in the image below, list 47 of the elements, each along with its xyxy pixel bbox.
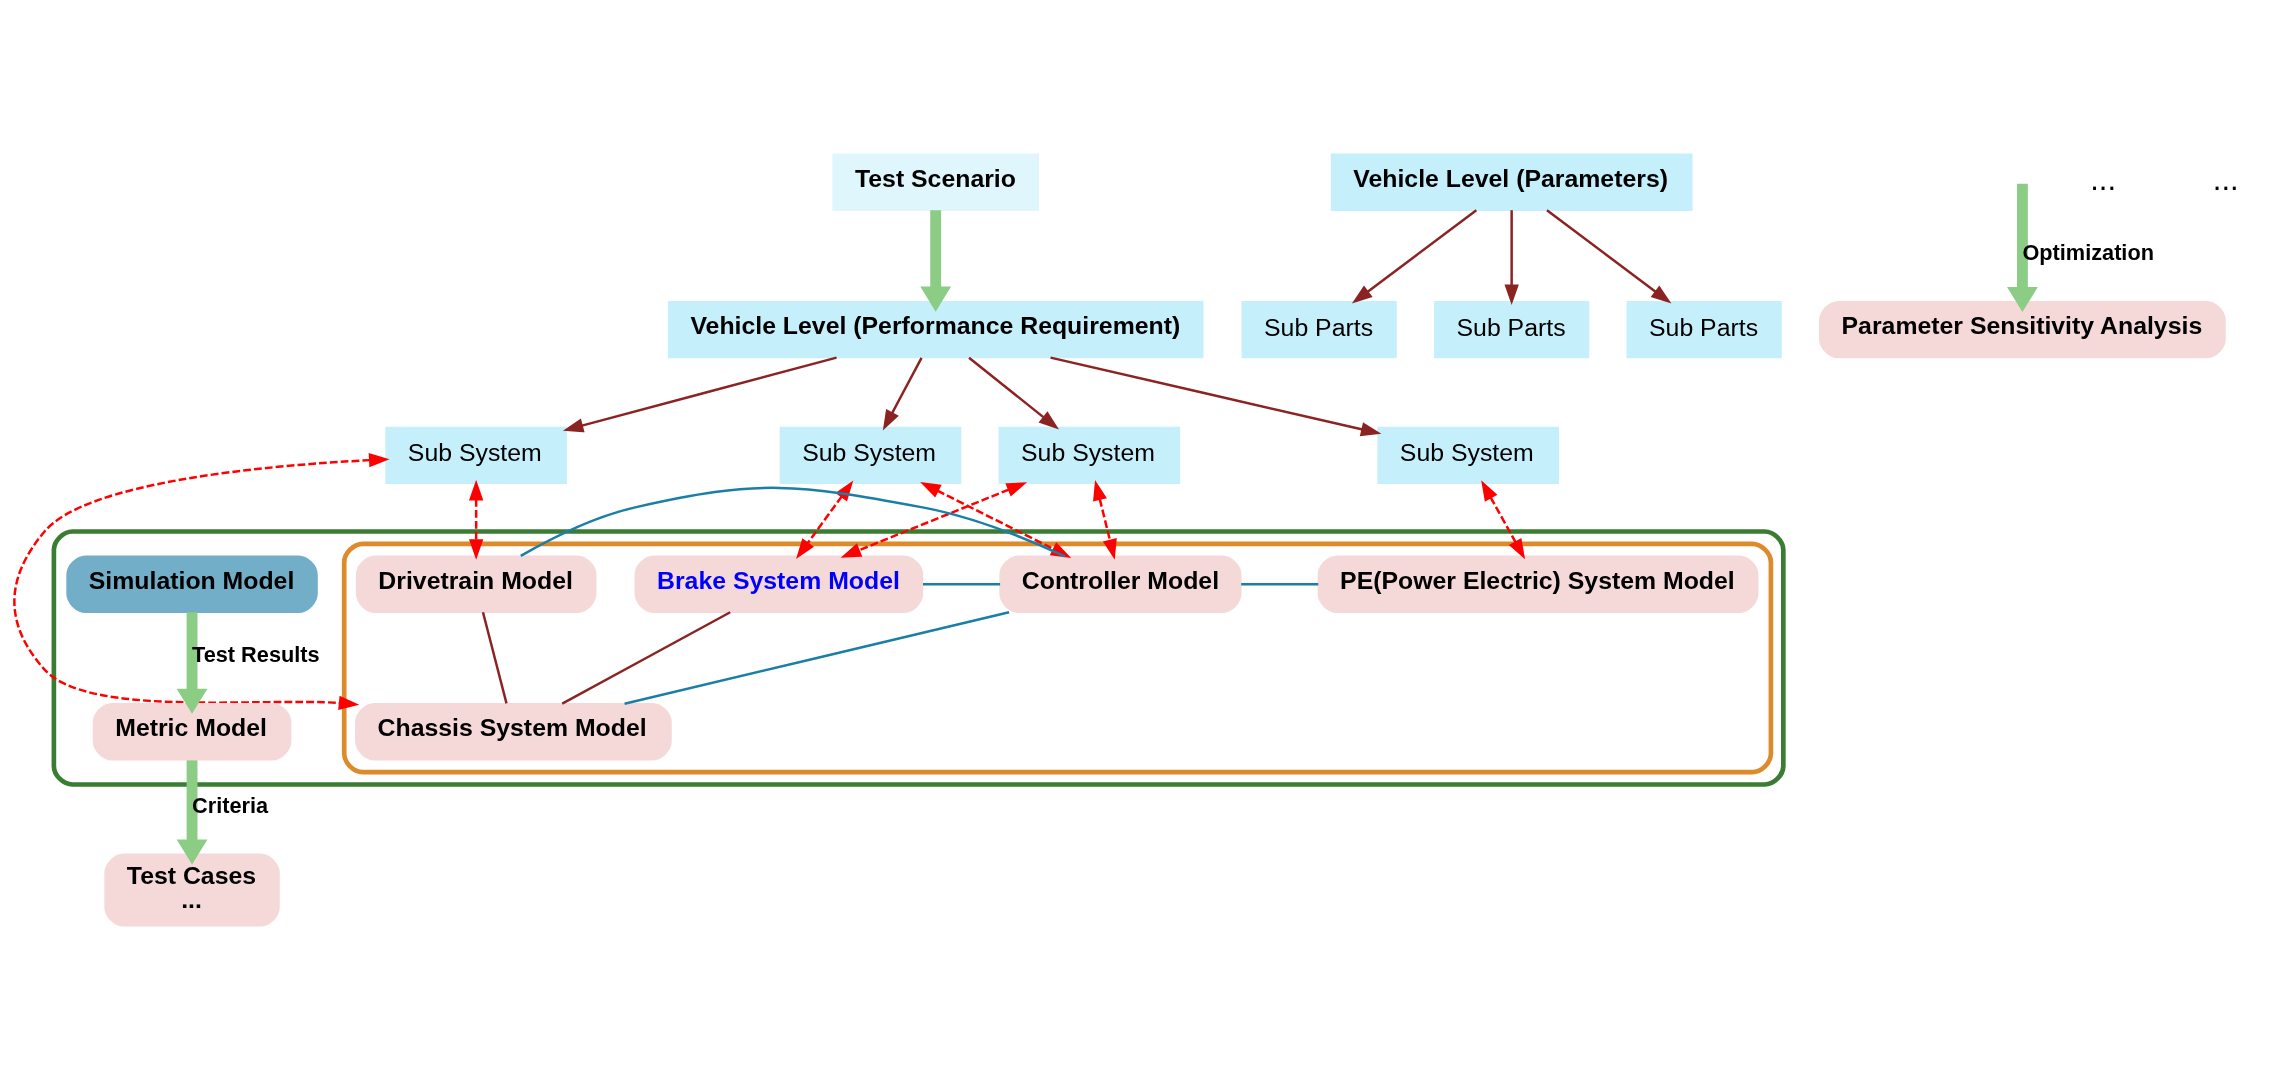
arrow	[840, 482, 1028, 558]
node-box: Metric Model	[92, 703, 292, 761]
arrow	[1093, 479, 1117, 560]
arrow	[1050, 356, 1382, 437]
node-box: Brake System Model	[634, 555, 924, 613]
connector	[520, 486, 1066, 558]
arrow	[2007, 183, 2038, 313]
node-box: Vehicle Level (Performance Requirement)	[667, 300, 1204, 359]
arrow	[920, 210, 952, 312]
node-box: Vehicle Level (Parameters)	[1330, 153, 1693, 211]
node-box: Drivetrain Model	[355, 555, 597, 613]
arrow	[13, 453, 390, 710]
arrow	[1504, 210, 1519, 306]
connector	[1241, 583, 1319, 586]
arrow	[882, 357, 923, 431]
connector	[922, 583, 1001, 586]
node-box: Sub Parts	[1241, 300, 1397, 359]
arrow	[1546, 209, 1672, 304]
node-box: Sub System	[998, 426, 1181, 485]
arrow	[468, 479, 484, 560]
node-box: Sub Parts	[1434, 300, 1590, 359]
node-box: Parameter Sensitivity Analysis	[1819, 300, 2226, 359]
arrow	[968, 356, 1060, 430]
connector	[561, 611, 731, 705]
node-box: Sub System	[385, 426, 567, 485]
label: ...	[2090, 161, 2117, 197]
node-box: Chassis System Model	[355, 703, 672, 761]
node-box: Controller Model	[999, 555, 1242, 613]
node-box: Sub System	[779, 426, 962, 485]
node-box: Sub Parts	[1626, 300, 1782, 359]
arrow	[176, 612, 208, 714]
edge-label: Criteria	[192, 792, 269, 818]
connector	[624, 611, 1010, 705]
edge-label: Optimization	[2022, 240, 2154, 266]
node-box: Test Scenario	[832, 153, 1039, 211]
arrow	[1481, 480, 1526, 560]
node-box: Sub System	[1377, 426, 1559, 485]
node-box: Simulation Model	[66, 555, 318, 613]
cluster	[51, 529, 1786, 787]
label: ...	[2212, 161, 2239, 197]
arrow	[176, 760, 208, 865]
edge-label: Test Results	[192, 642, 320, 668]
arrow	[562, 356, 837, 433]
connector	[481, 611, 508, 704]
arrow	[1351, 209, 1478, 304]
node-box: Test Cases ...	[104, 853, 280, 927]
node-box: PE(Power Electric) System Model	[1317, 555, 1759, 613]
